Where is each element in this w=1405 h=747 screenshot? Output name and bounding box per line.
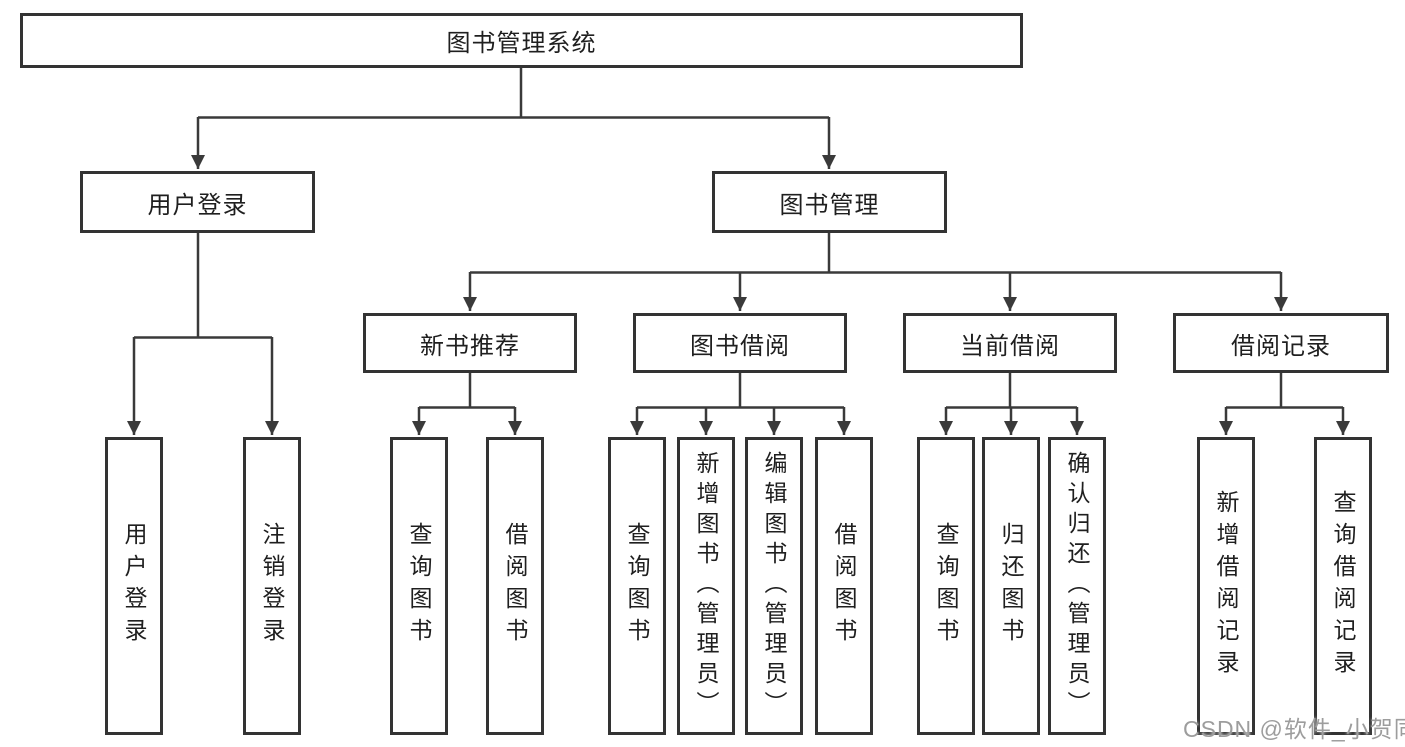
leaf-add-books-admin: 新增图书（管理员） <box>677 437 735 735</box>
node-current-borrow: 当前借阅 <box>903 313 1117 373</box>
leaf-query-borrow-record: 查询借阅记录 <box>1314 437 1372 735</box>
node-root-system: 图书管理系统 <box>20 13 1023 68</box>
node-book-borrow: 图书借阅 <box>633 313 847 373</box>
csdn-watermark: CSDN @软件_小贺同学 <box>1183 716 1405 742</box>
leaf-borrow-books-recommend: 借阅图书 <box>486 437 544 735</box>
leaf-add-borrow-record: 新增借阅记录 <box>1197 437 1255 735</box>
node-new-book-recommend: 新书推荐 <box>363 313 577 373</box>
leaf-confirm-return-admin: 确认归还（管理员） <box>1048 437 1106 735</box>
leaf-return-books: 归还图书 <box>982 437 1040 735</box>
leaf-query-books-borrow: 查询图书 <box>608 437 666 735</box>
node-book-management: 图书管理 <box>712 171 947 233</box>
leaf-borrow-books: 借阅图书 <box>815 437 873 735</box>
node-user-login: 用户登录 <box>80 171 315 233</box>
leaf-edit-books-admin: 编辑图书（管理员） <box>745 437 803 735</box>
leaf-query-books-recommend: 查询图书 <box>390 437 448 735</box>
leaf-logout: 注销登录 <box>243 437 301 735</box>
node-borrow-records: 借阅记录 <box>1173 313 1389 373</box>
leaf-query-books-current: 查询图书 <box>917 437 975 735</box>
leaf-user-login: 用户登录 <box>105 437 163 735</box>
